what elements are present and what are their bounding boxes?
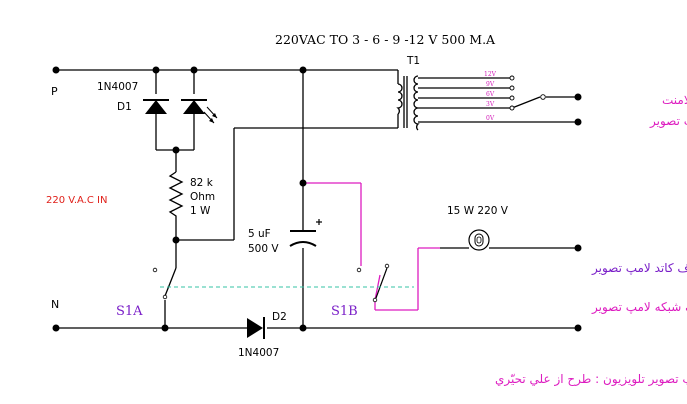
resistor [168,171,184,220]
label-cap1: 5 uF [248,228,271,240]
label-s1b: S1B [331,304,358,319]
capacitor [289,219,322,247]
wires [56,69,578,329]
label-res1: 82 k [190,177,214,189]
tap-3v: 3V [486,101,495,108]
label-fa-filament-2: لامپ تصوير [649,114,687,129]
label-d1: D1 [117,101,132,113]
label-fa-filament-1: بطرف فيلامنت [662,93,687,108]
tap-12v: 12V [484,71,497,78]
diode-d1 [143,99,218,124]
tap-terminals [509,75,546,111]
label-d2-part: 1N4007 [238,347,279,359]
tap-0v: 0V [486,115,495,122]
label-fa-cathode: بطرف كاتد لامپ تصوير [591,261,687,276]
label-res2: Ohm [190,191,215,203]
junctions [52,66,582,332]
label-s1a: S1A [116,304,143,319]
label-p: P [51,85,58,98]
switch-contacts [152,263,390,303]
label-n: N [51,298,59,311]
tap-9v: 9V [486,81,495,88]
label-d1-part: 1N4007 [97,81,138,93]
label-fa-footer: مدار شارژ لامپ تصوير تلويزيون : طرح از ع… [495,372,687,387]
label-lamp: 15 W 220 V [447,205,509,217]
label-ac-in: 220 V.A.C IN [46,195,107,206]
label-fa-grid: بطرف شبكه لامپ تصوير [591,300,687,315]
tap-6v: 6V [486,91,495,98]
label-t1: T1 [406,55,420,67]
switch-s1b [375,267,388,299]
lamp-icon [468,229,490,251]
label-res3: 1 W [190,205,211,217]
diode-d2 [247,317,265,339]
label-cap2: 500 V [248,243,279,255]
diagram-title: 220VAC TO 3 - 6 - 9 -12 V 500 M.A [275,32,496,47]
magenta-wires [303,182,440,311]
label-d2: D2 [272,311,287,323]
